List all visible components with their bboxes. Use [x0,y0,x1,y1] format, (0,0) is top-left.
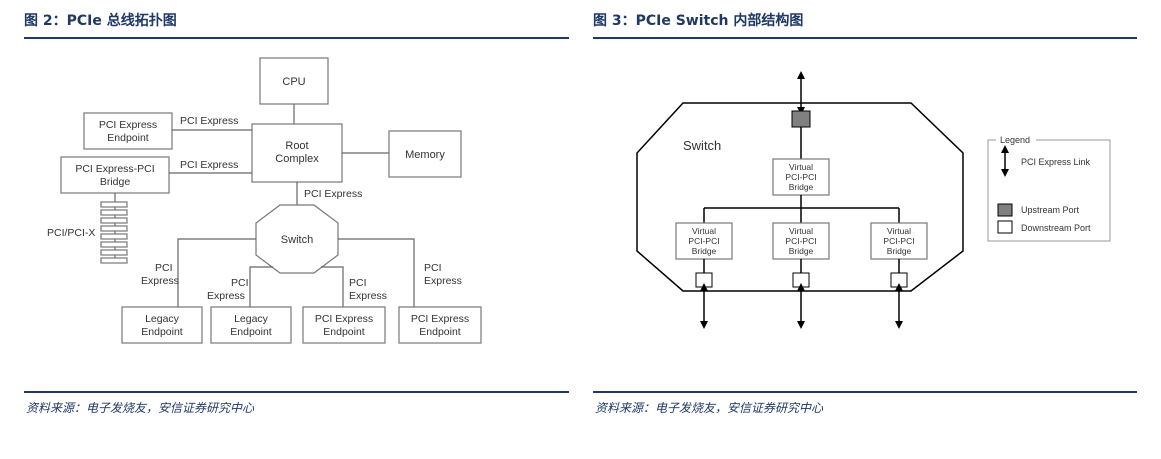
diagram-text: Virtual [789,226,813,236]
diagram-text: PCI [424,262,442,274]
diagram-text: Endpoint [141,326,183,338]
figure-2-title: 图 2：PCIe 总线拓扑图 [24,13,177,29]
figure-3-panel: 图 3：PCIe Switch 内部结构图 Switch Virtual PCI… [593,0,1137,459]
diagram-text: Express [424,275,462,287]
diagram-shape [100,241,128,248]
legend-downstream-label: Downstream Port [1021,223,1091,233]
diagram-text: PCI Express-PCI [75,163,154,175]
diagram-text: Virtual [789,162,813,172]
diagram-text: Bridge [887,246,912,256]
pci-pcix-label: PCI/PCI-X [47,227,95,239]
figure-3-source: 资料来源：电子发烧友，安信证券研究中心 [595,401,824,415]
diagram-text: PCI [231,277,249,289]
diagram-shape [100,233,128,240]
diagram-shape [996,133,1036,145]
diagram-shape [100,209,128,216]
diagram-text: PCI Express [315,313,373,325]
legacy-endpoint-2 [210,306,292,344]
diagram-text: Endpoint [323,326,365,338]
pcie-switch-internal-diagram: Switch Virtual PCI-PCI Bridge Virtual PC… [636,71,1111,329]
diagram-text: Endpoint [419,326,461,338]
diagram-text: Bridge [692,246,717,256]
diagram-text: Express [141,275,179,287]
legend-link-label: PCI Express Link [1021,157,1091,167]
diagram-text: Endpoint [230,326,272,338]
diagram-text: PCI [155,262,173,274]
memory-label: Memory [405,149,445,161]
bottom-rule [593,391,1137,393]
switch-outline [636,102,964,292]
cpu-label: CPU [282,76,305,88]
diagram-text: PCI-PCI [883,236,914,246]
memory-box [388,130,462,178]
cpu-box [259,57,329,105]
downstream-port-3 [890,272,908,288]
diagram-text: PCI Express [99,119,157,131]
diagram-text: Legacy [145,313,180,325]
figure-3-title: 图 3：PCIe Switch 内部结构图 [593,13,804,29]
diagram-shape [321,266,344,307]
legend-downstream-swatch [997,220,1013,234]
diagram-text: PCI-PCI [688,236,719,246]
diagram-shape [100,225,128,232]
diagram-text: Express [349,290,387,302]
virtual-bridge-3 [870,222,928,260]
pcie-topology-diagram: CPU Root Complex Memory PCI Express Endp… [47,57,482,344]
diagram-text: Bridge [789,246,814,256]
root-complex-box [251,123,343,183]
legend-upstream-label: Upstream Port [1021,205,1080,215]
figure-2-source: 资料来源：电子发烧友，安信证券研究中心 [26,401,255,415]
root-label-line2: Complex [275,153,319,165]
diagram-text: Express [207,290,245,302]
diagram-text: PCI Express [411,313,469,325]
diagram-text: PCI-PCI [785,236,816,246]
diagram-text: Legacy [234,313,269,325]
diagram-text: Bridge [789,182,814,192]
switch-label: Switch [683,138,721,153]
pcie-endpoint-4 [398,306,482,344]
virtual-bridge-1 [675,222,733,260]
top-rule [24,37,569,39]
figure-2-panel: 图 2：PCIe 总线拓扑图 CPU Root Complex Memory P… [24,0,569,459]
diagram-shape [177,238,256,307]
switch-octagon [255,204,339,274]
diagram-shape [100,249,128,256]
diagram-shape [249,266,273,307]
switch-label: Switch [281,234,313,246]
link-label-switch: PCI Express [304,188,362,200]
link-label-bridge: PCI Express [180,159,238,171]
pci-bus-slots [100,201,128,264]
diagram-shape [338,238,415,307]
pcie-endpoint-3 [302,306,386,344]
link-label-endpoint: PCI Express [180,115,238,127]
downstream-port-2 [792,272,810,288]
legacy-endpoint-1 [121,306,203,344]
diagram-text: Bridge [100,176,131,188]
downstream-port-1 [695,272,713,288]
legend-title: Legend [1000,135,1030,145]
top-rule [593,37,1137,39]
diagram-shape [100,217,128,224]
diagram-text: PCI-PCI [785,172,816,182]
diagram-text: PCI [349,277,367,289]
bottom-rule [24,391,569,393]
virtual-bridge-top [772,158,830,196]
virtual-bridge-2 [772,222,830,260]
diagram-text: Endpoint [107,132,149,144]
diagram-text: Virtual [887,226,911,236]
diagram-text: Virtual [692,226,716,236]
upstream-port [791,110,811,128]
pci-express-endpoint-box [83,112,173,150]
diagram-shape [100,257,128,264]
root-label-line1: Root [285,140,308,152]
diagram-shape [100,201,128,208]
legend-upstream-swatch [997,203,1013,217]
